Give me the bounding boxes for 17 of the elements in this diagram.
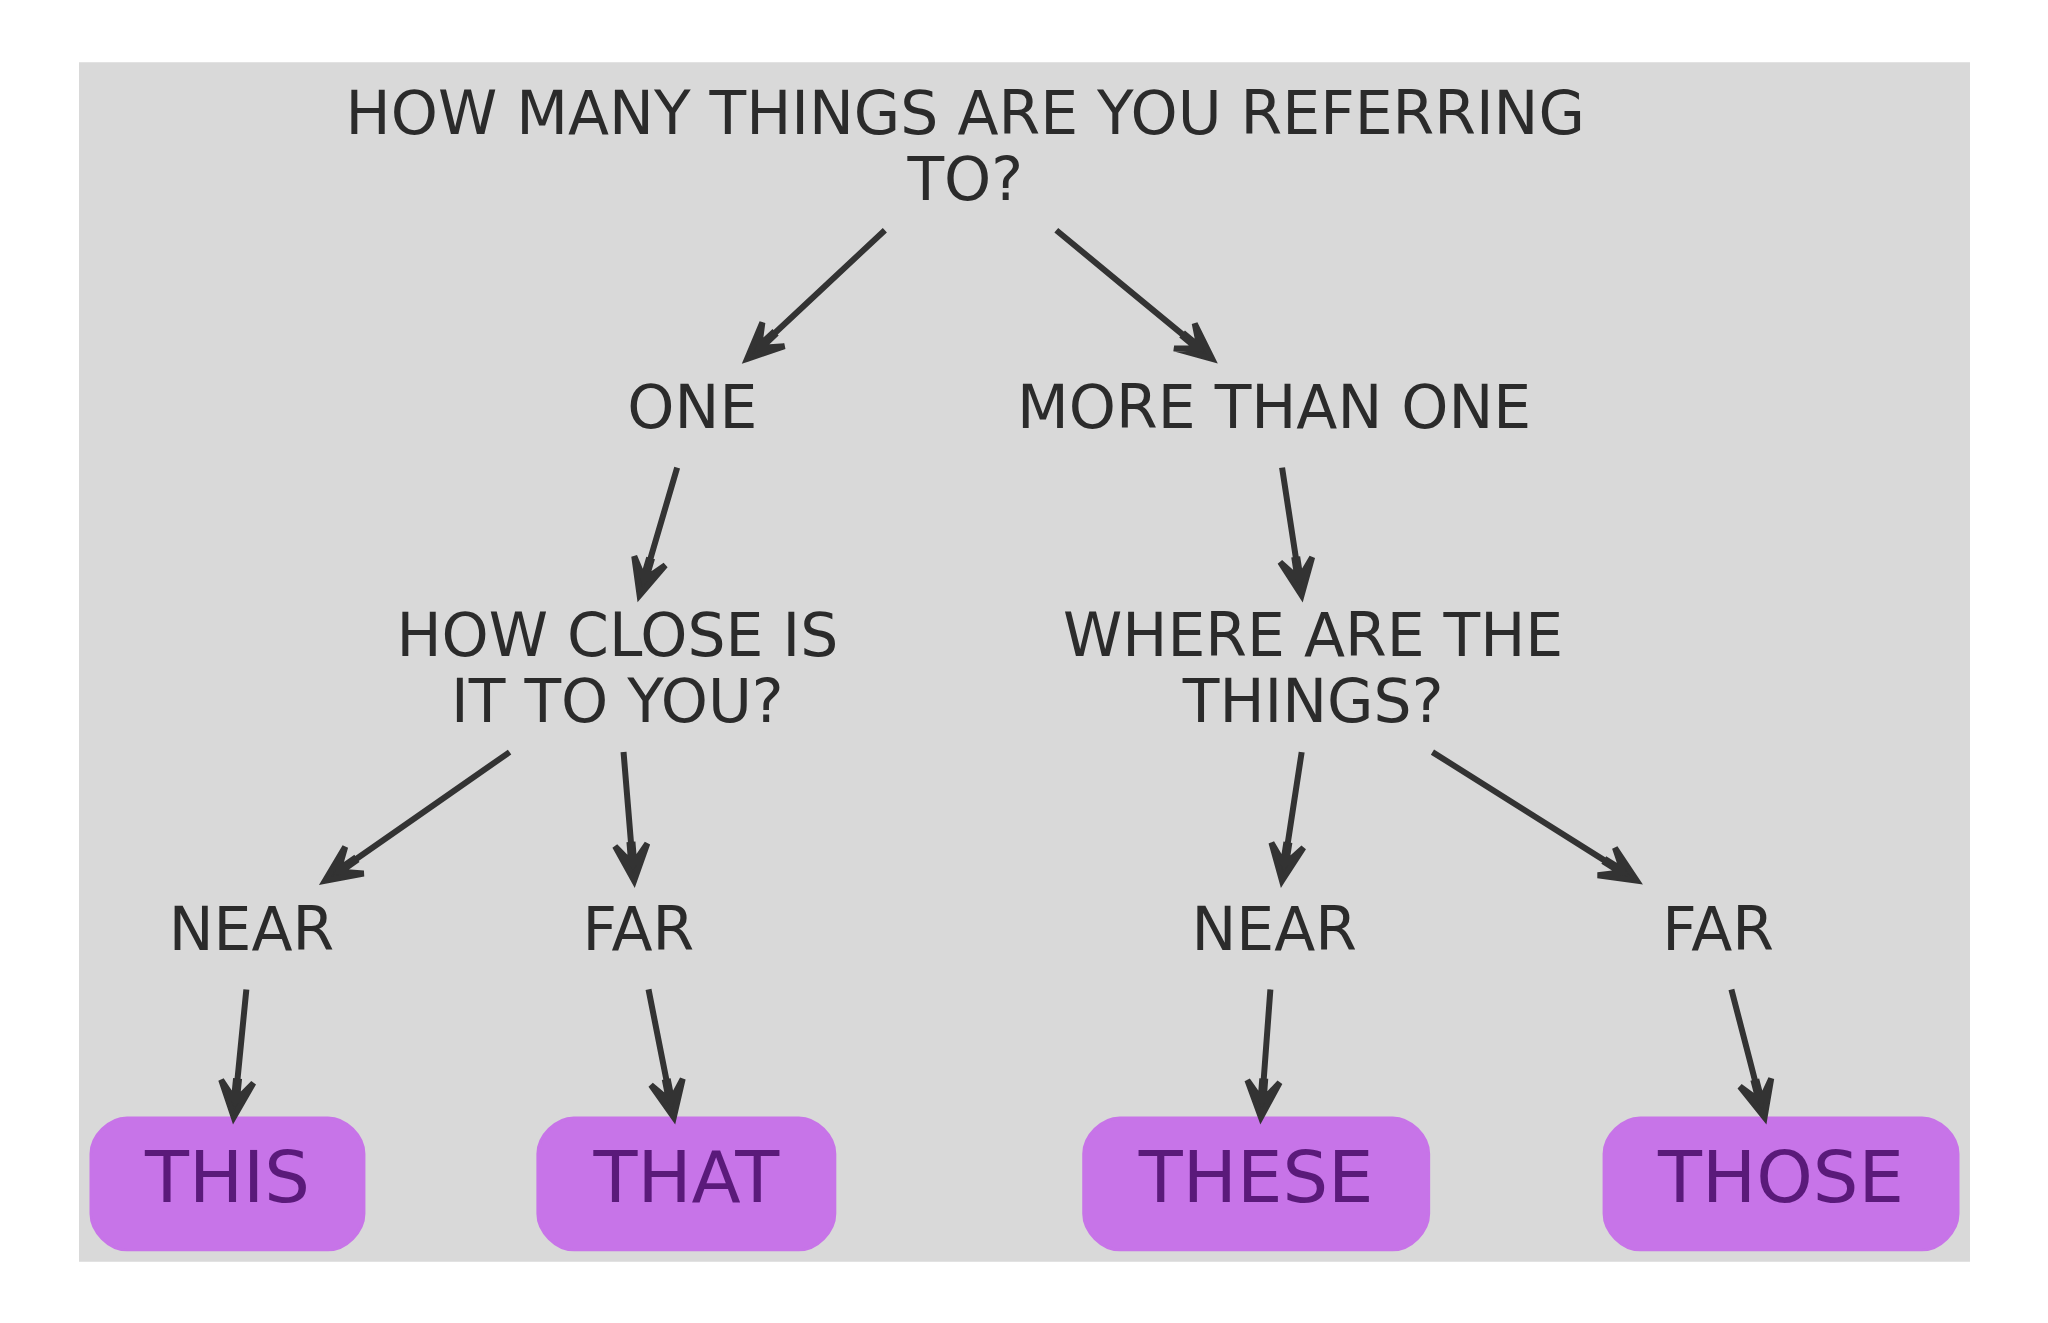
node-text: HOW MANY THINGS ARE YOU REFERRING TO? bbox=[345, 77, 1585, 214]
node-text: HOW CLOSE IS IT TO YOU? bbox=[395, 599, 838, 736]
arrow bbox=[321, 749, 511, 884]
node-box: THESE bbox=[1081, 1115, 1430, 1251]
node-text: MORE THAN ONE bbox=[1016, 371, 1531, 442]
node-text: FAR bbox=[1661, 893, 1774, 964]
node-text: NEAR bbox=[168, 893, 334, 964]
node-box: THAT bbox=[535, 1115, 836, 1251]
node-text: NEAR bbox=[1190, 893, 1357, 964]
node-box: THIS bbox=[89, 1115, 365, 1251]
node-text: WHERE ARE THE THINGS? bbox=[1062, 599, 1563, 736]
node-box: THOSE bbox=[1602, 1115, 1959, 1251]
arrow bbox=[743, 227, 887, 362]
node-text: ONE bbox=[626, 371, 757, 442]
arrow bbox=[1430, 749, 1640, 884]
node-text: FAR bbox=[582, 893, 694, 964]
arrow bbox=[1053, 227, 1215, 362]
